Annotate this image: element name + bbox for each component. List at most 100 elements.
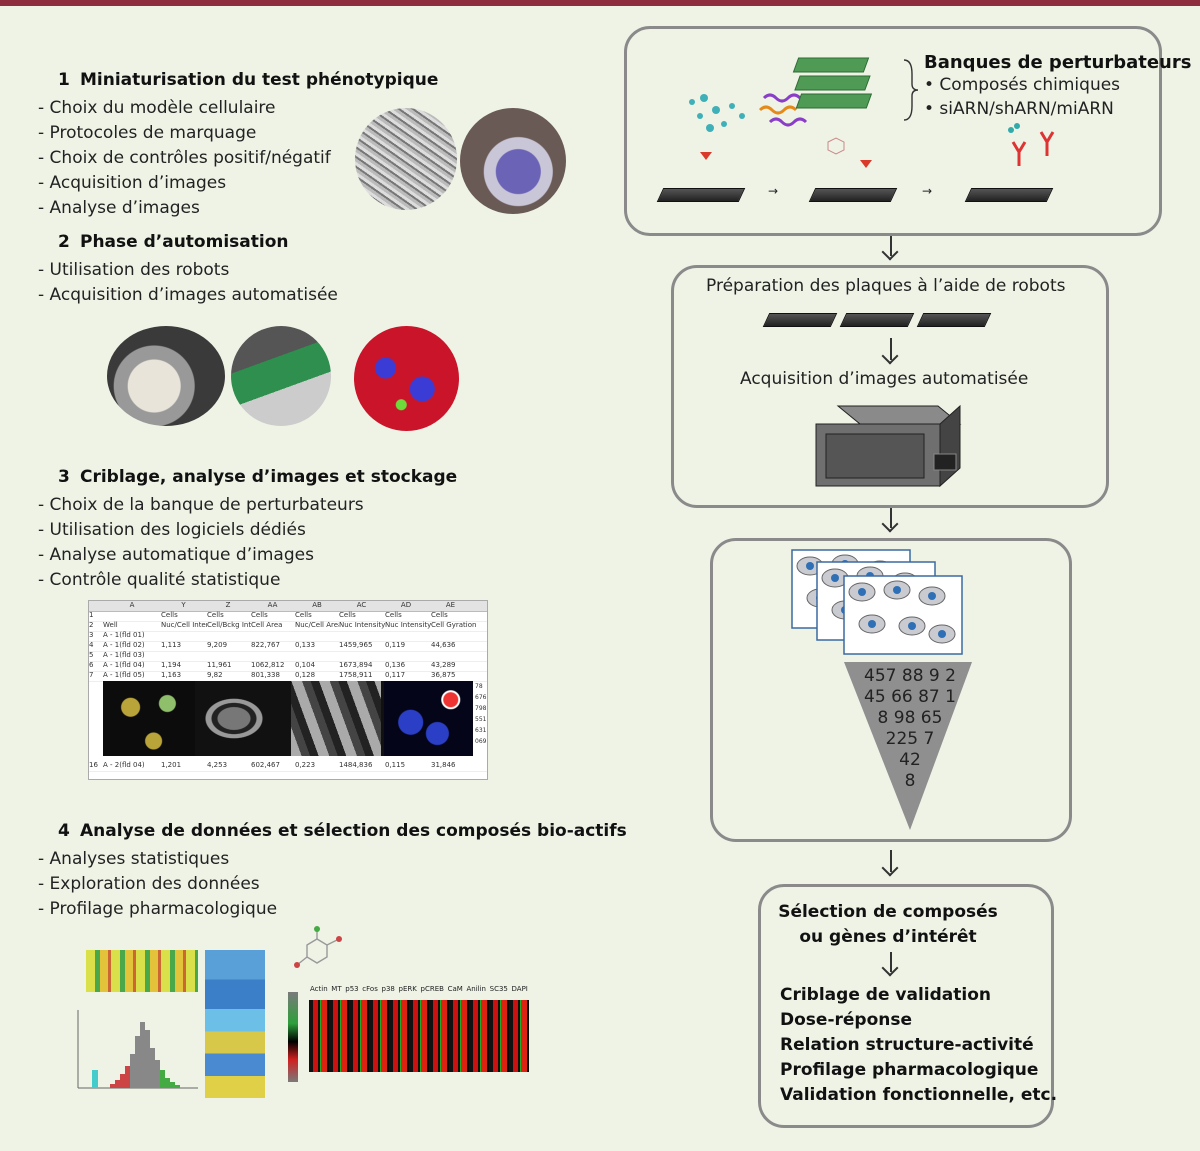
- table-cell: 3: [89, 631, 94, 639]
- marker-label: CaM: [447, 985, 463, 993]
- funnel-number-line: 225 7: [885, 729, 935, 749]
- arrow-right-icon: →: [922, 184, 933, 198]
- fluorescence-photo: [354, 326, 459, 431]
- list-item: Profilage pharmacologique: [38, 897, 278, 922]
- library-title: Banques de perturbateurs: [924, 52, 1192, 73]
- table-cell: Cells: [431, 611, 448, 619]
- marker-label: MT: [331, 985, 342, 993]
- column-header: AE: [445, 601, 456, 609]
- selection-box: [758, 884, 1054, 1128]
- table-cell: 1459,965: [339, 641, 373, 649]
- chemical-structure-icon: [294, 926, 342, 968]
- marker-label: pCREB: [420, 985, 444, 993]
- cells-image-1: [103, 681, 195, 756]
- table-cell: 7: [89, 671, 94, 679]
- validation-item: Dose-réponse: [780, 1010, 913, 1030]
- list-item: Acquisition d’images automatisée: [38, 283, 338, 308]
- histogram-bar: [130, 1054, 135, 1088]
- marker-label: cFos: [362, 985, 378, 993]
- table-cell: Nuc/Cell Inter: [161, 621, 207, 629]
- marker-label: Actin: [310, 985, 328, 993]
- validation-item: Validation fonctionnelle, etc.: [780, 1085, 1058, 1105]
- table-cell: 4: [89, 641, 94, 649]
- table-cell: Cells: [161, 611, 178, 619]
- table-cell: 0,223: [295, 761, 316, 769]
- selection-line: Sélection de composés: [778, 902, 998, 922]
- cells-image-4: [384, 681, 473, 756]
- histogram-bar: [140, 1022, 145, 1088]
- histogram-bar: [135, 1036, 140, 1088]
- plate-icon: [916, 313, 992, 327]
- table-cell: 16: [89, 761, 98, 769]
- table-cell: Cells: [207, 611, 224, 619]
- histogram-bar: [175, 1085, 180, 1088]
- histogram-bar: [150, 1048, 155, 1088]
- table-cell: 1758,911: [339, 671, 373, 679]
- section-4-list: Analyses statistiques Exploration des do…: [38, 847, 278, 922]
- list-item: Choix de contrôles positif/négatif: [38, 146, 331, 171]
- table-cell: Cell Area: [251, 621, 283, 629]
- table-cell: 0,133: [295, 641, 316, 649]
- compounds-and-rna-illustration: [689, 57, 873, 168]
- color-scale-bar: [288, 992, 298, 1082]
- column-header: Z: [225, 601, 231, 609]
- table-cell: 801,338: [251, 671, 280, 679]
- histogram-bar: [110, 1084, 115, 1088]
- section-2-list: Utilisation des robots Acquisition d’ima…: [38, 258, 338, 308]
- funnel-number-line: 8 98 65: [877, 708, 943, 728]
- validation-item: Relation structure-activité: [780, 1035, 1034, 1055]
- table-cell: 6: [89, 661, 94, 669]
- column-header: AD: [400, 601, 412, 609]
- list-item: Exploration des données: [38, 872, 277, 897]
- table-cell: 4,253: [207, 761, 228, 769]
- table-cell: Nuc/Cell Area: [295, 621, 339, 629]
- table-cell: 1062,812: [251, 661, 285, 669]
- analysed-images-icon: [791, 549, 963, 655]
- list-item: Acquisition d’images: [38, 171, 331, 196]
- table-cell: 0,115: [385, 761, 406, 769]
- table-cell: 1,113: [161, 641, 182, 649]
- prep-text: Préparation des plaques à l’aide de robo…: [706, 276, 1066, 296]
- column-header: AB: [312, 601, 322, 609]
- library-item: • siARN/shARN/miARN: [924, 99, 1114, 119]
- column-header: AC: [356, 601, 367, 609]
- cells-image-2: [198, 681, 288, 756]
- table-cell: 2: [89, 621, 94, 629]
- cells-image-3: [291, 681, 381, 756]
- brace-icon: [903, 59, 919, 121]
- list-item: Protocoles de marquage: [38, 121, 331, 146]
- plate-icon: [964, 188, 1054, 202]
- histogram-bar: [160, 1070, 165, 1088]
- table-cell: Cells: [251, 611, 268, 619]
- pipetting-photo: [460, 108, 566, 214]
- plate-icon: [762, 313, 838, 327]
- selection-line: ou gènes d’intérêt: [799, 927, 977, 947]
- table-cell: A - 1(fld 02): [103, 641, 145, 649]
- funnel-number-line: 457 88 9 2: [864, 666, 956, 686]
- table-cell: A - 2(fld 04): [103, 761, 145, 769]
- arrow-right-icon: →: [768, 184, 779, 198]
- histogram-bar: [120, 1074, 125, 1088]
- list-item: Utilisation des robots: [38, 258, 338, 283]
- acquisition-text: Acquisition d’images automatisée: [740, 369, 1029, 389]
- table-cell: 0,119: [385, 641, 406, 649]
- table-cell: Well: [103, 621, 118, 629]
- list-item: Analyse d’images: [38, 196, 331, 221]
- funnel-number-line: 42: [899, 750, 921, 770]
- table-cell: Nuc Intensity: [385, 621, 431, 629]
- robot-photo-2: [231, 326, 331, 426]
- funnel-number-line: 45 66 87 1: [864, 687, 956, 707]
- table-cell: 0,136: [385, 661, 406, 669]
- clustered-heatmap: [205, 950, 265, 1098]
- arrow-down-icon: [890, 236, 892, 256]
